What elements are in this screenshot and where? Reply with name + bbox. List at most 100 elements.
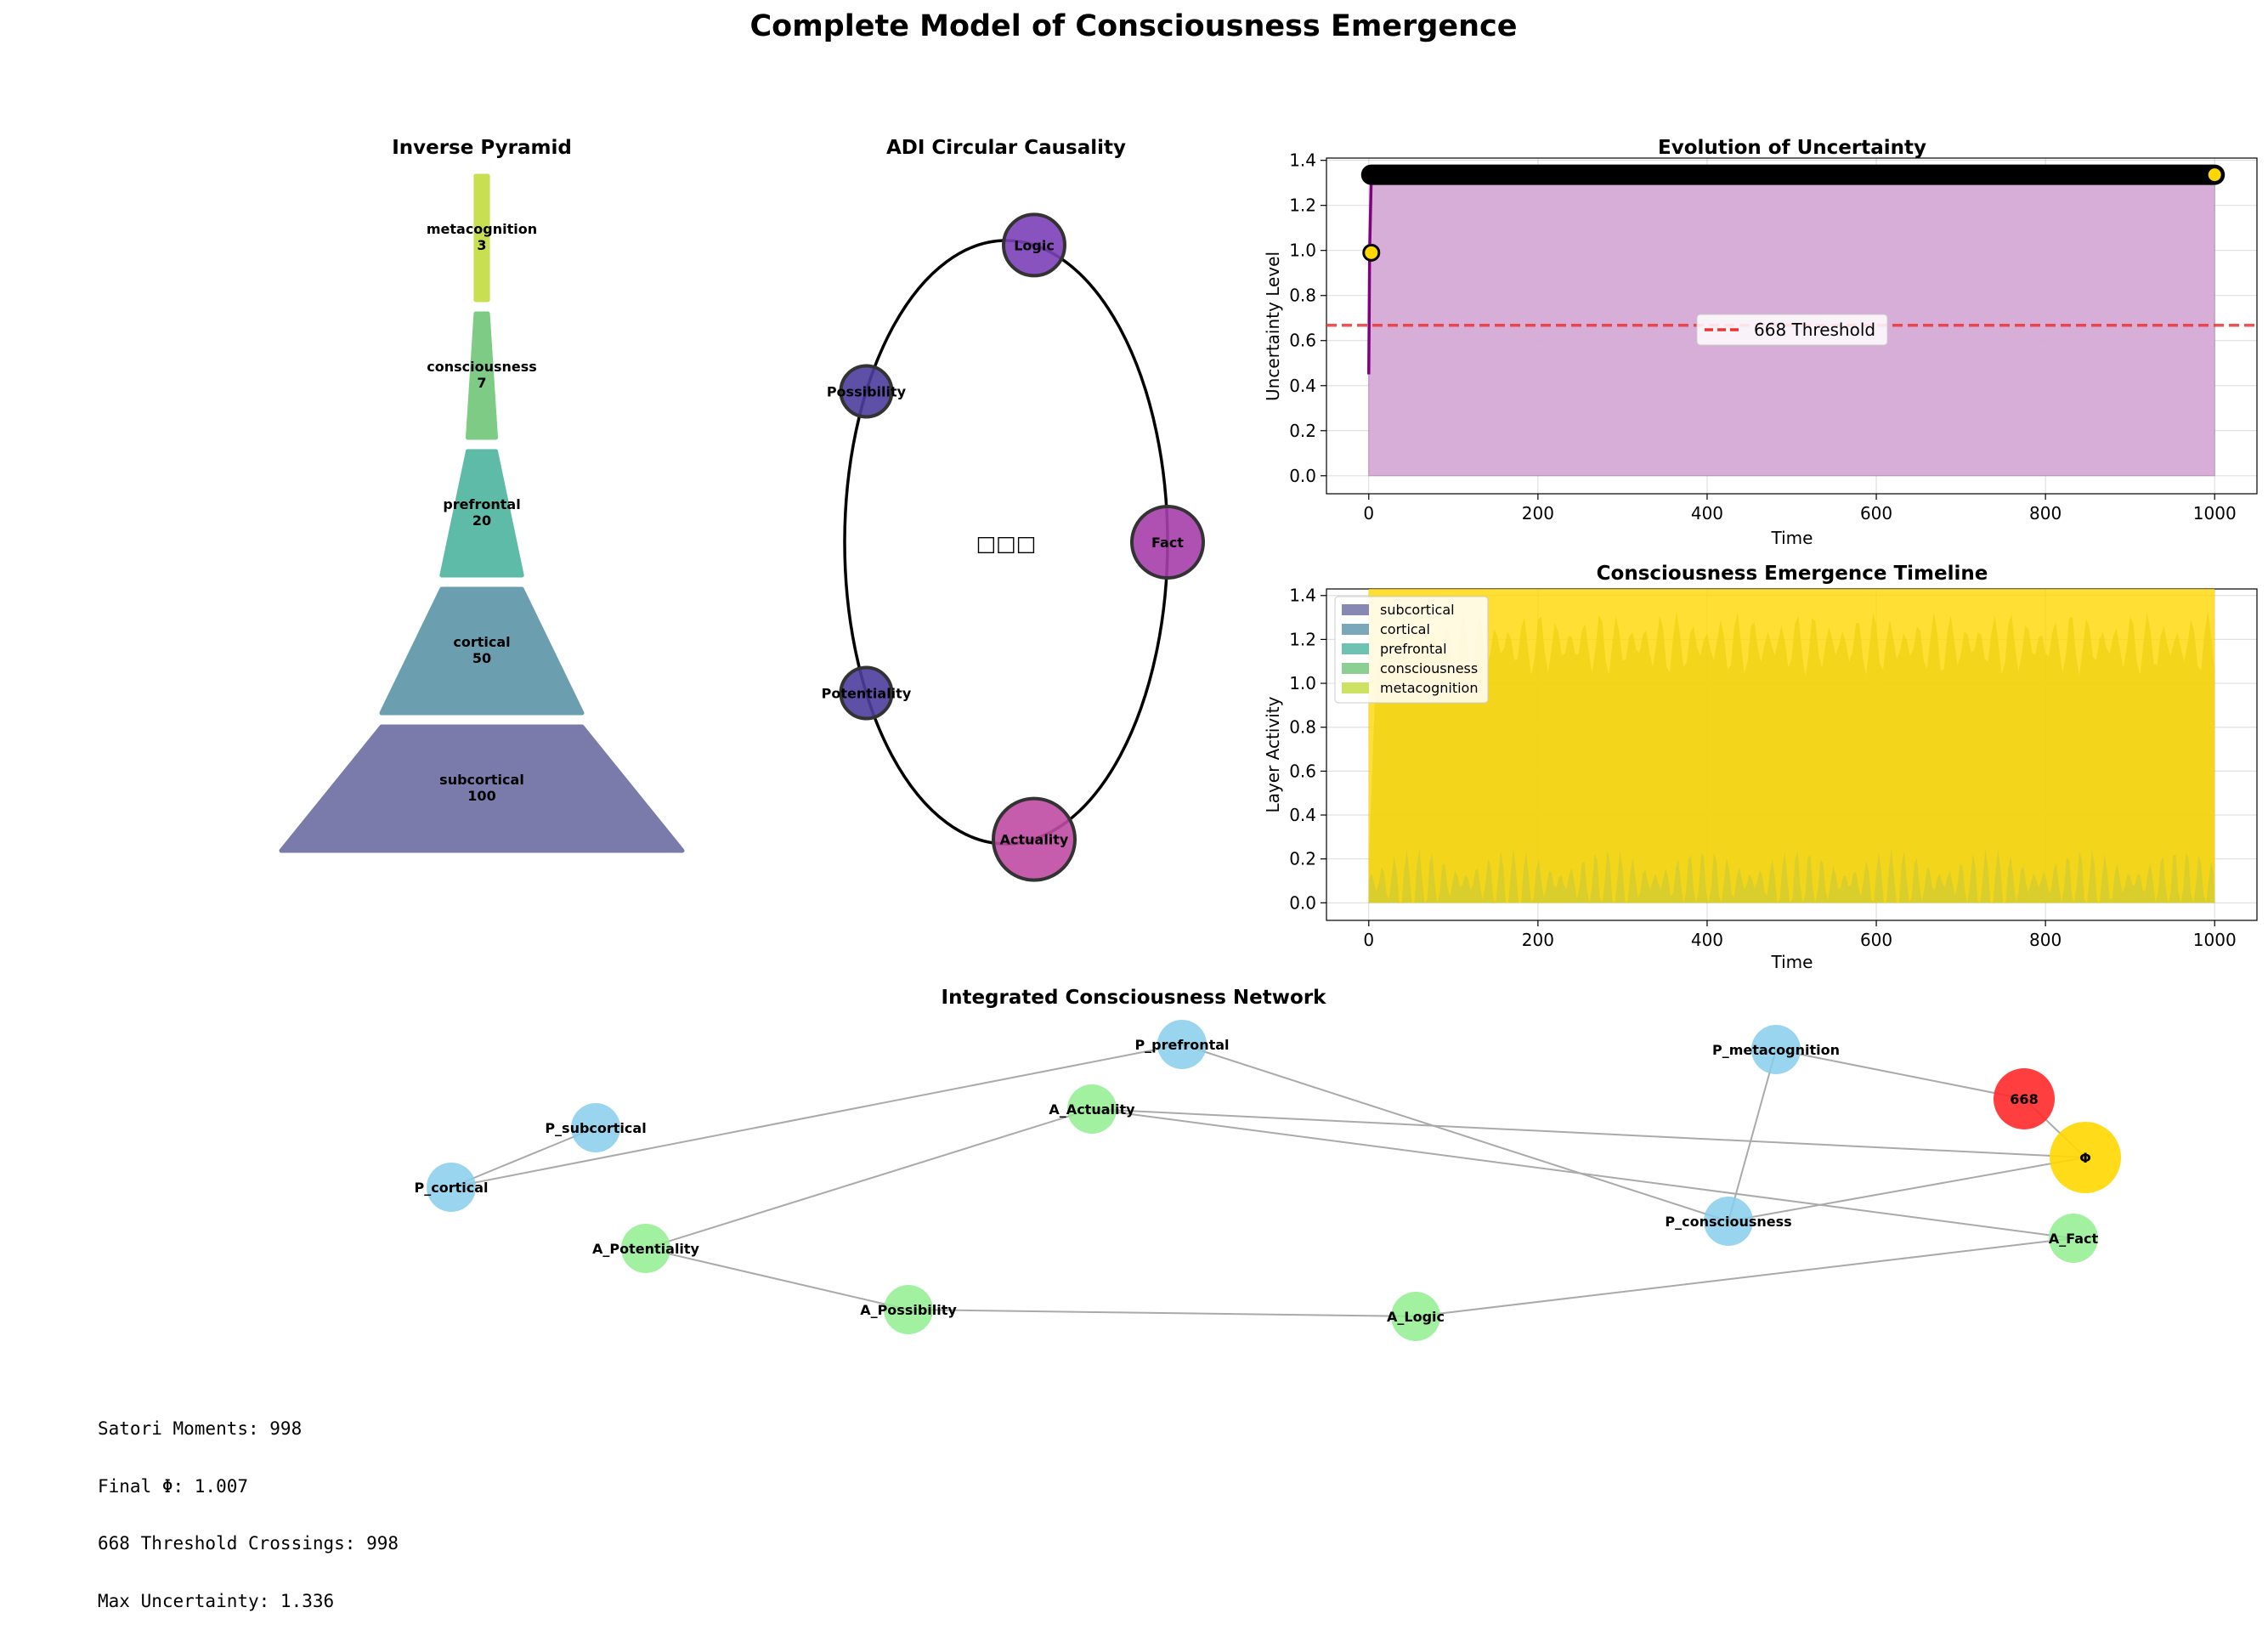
- y-tick-label: 1.0: [1289, 241, 1316, 261]
- x-tick-label: 800: [2029, 503, 2062, 524]
- timeline-legend: subcortical cortical prefrontal consciousne…: [1334, 596, 1489, 704]
- adi-center-label: □□□: [976, 531, 1037, 556]
- network-title: Integrated Consciousness Network: [942, 987, 1327, 1009]
- legend-swatch-subcortical: [1342, 604, 1369, 615]
- y-tick-label: 0.8: [1289, 286, 1316, 306]
- network-edge: [450, 1044, 1183, 1188]
- y-tick-label: 1.2: [1289, 195, 1316, 216]
- network-node-A_Fact: [2049, 1214, 2098, 1263]
- legend-label: cortical: [1380, 621, 1430, 637]
- network-edge: [1091, 1108, 2074, 1239]
- y-tick-label: 0.6: [1289, 761, 1316, 781]
- y-tick-label: 0.4: [1289, 805, 1316, 825]
- y-tick-label: 1.4: [1289, 150, 1316, 171]
- summary-stats: Satori Moments: 998 Final Φ: 1.007 668 T…: [98, 1381, 399, 1630]
- network-edge: [1728, 1049, 1777, 1222]
- adi-node-label: Possibility: [827, 384, 907, 400]
- x-tick-label: 600: [1860, 930, 1892, 950]
- pyramid-tier-value: 7: [477, 375, 486, 391]
- network-node-label: P_prefrontal: [1134, 1037, 1229, 1053]
- stat-max-uncertainty: Max Uncertainty: 1.336: [98, 1590, 335, 1611]
- highlight-point: [2205, 166, 2224, 184]
- network-node-label: A_Logic: [1387, 1309, 1445, 1325]
- pyramid-tier-subcortical: [279, 724, 685, 853]
- lower-layers-area: [1368, 847, 2215, 903]
- pyramid-tier-value: 100: [467, 788, 495, 804]
- legend-label: prefrontal: [1380, 641, 1447, 657]
- network-node-label: P_metacognition: [1712, 1042, 1840, 1058]
- pyramid-tier-cortical: [379, 586, 585, 716]
- network-node-A_Potentiality: [621, 1224, 670, 1273]
- network-node-label: A_Potentiality: [592, 1241, 700, 1257]
- adi-node-label: Logic: [1014, 237, 1055, 253]
- network-node-label: Φ: [2079, 1150, 2091, 1166]
- network-node-P_subcortical: [571, 1103, 620, 1152]
- pyramid-tier-metacognition: [473, 173, 490, 303]
- y-tick-label: 1.2: [1289, 629, 1316, 649]
- highlight-point: [1362, 243, 1381, 262]
- network-node-A_Possibility: [884, 1285, 933, 1334]
- uncertainty-legend: 668 Threshold: [1696, 314, 1888, 346]
- legend-swatch-cortical: [1342, 624, 1369, 635]
- x-tick-label: 400: [1691, 503, 1723, 524]
- emergence-timeline-chart: Consciousness Emergence Timeline 0 200 400…: [1263, 563, 2258, 972]
- network-edge: [645, 1108, 1093, 1249]
- adi-node-potentiality: [839, 665, 894, 721]
- adi-node-actuality: [991, 796, 1077, 882]
- network-node-Φ: [2050, 1122, 2121, 1193]
- adi-node-label: Actuality: [1000, 832, 1069, 848]
- inverse-pyramid-chart: Inverse Pyramid subcortical100cortical50…: [279, 137, 685, 853]
- legend-box: [1696, 314, 1888, 346]
- pyramid-tier-prefrontal: [439, 449, 524, 578]
- legend-label: subcortical: [1380, 602, 1455, 618]
- network-node-P_prefrontal: [1157, 1020, 1207, 1069]
- x-tick-label: 200: [1522, 503, 1554, 524]
- adi-node-possibility: [839, 364, 894, 419]
- legend-swatch-prefrontal: [1342, 643, 1369, 654]
- network-edge: [1728, 1157, 2086, 1222]
- uncertainty-xlabel: Time: [1771, 528, 1813, 548]
- network-node-P_consciousness: [1704, 1197, 1753, 1246]
- pyramid-tier-consciousness: [465, 311, 499, 440]
- uncertainty-title: Evolution of Uncertainty: [1658, 137, 1926, 159]
- pyramid-tier-name: consciousness: [427, 359, 537, 375]
- network-edge: [1415, 1237, 2074, 1317]
- stat-final-phi: Final Φ: 1.007: [98, 1475, 249, 1497]
- y-tick-label: 0.2: [1289, 849, 1316, 869]
- adi-node-label: Potentiality: [822, 686, 912, 702]
- x-tick-label: 400: [1691, 930, 1723, 950]
- network-node-label: P_cortical: [415, 1180, 489, 1196]
- adi-node-fact: [1130, 505, 1205, 580]
- stat-threshold-crossings: 668 Threshold Crossings: 998: [98, 1533, 399, 1554]
- timeline-title: Consciousness Emergence Timeline: [1597, 563, 1988, 585]
- pyramid-tier-name: metacognition: [427, 221, 537, 237]
- uncertainty-chart: Evolution of Uncertainty Time Uncertaint…: [1263, 137, 2258, 548]
- stat-satori-moments: Satori Moments: 998: [98, 1418, 303, 1439]
- x-tick-label: 0: [1363, 930, 1374, 950]
- x-tick-label: 1000: [2193, 930, 2237, 950]
- timeline-ylabel: Layer Activity: [1263, 696, 1283, 812]
- y-tick-label: 0.8: [1289, 717, 1316, 738]
- consciousness-area: [1368, 610, 2215, 903]
- y-tick-label: 0.2: [1289, 421, 1316, 441]
- adi-circular-causality-chart: ADI Circular Causality □□□ LogicPossibil…: [822, 137, 1205, 882]
- y-tick-label: 1.4: [1289, 586, 1316, 606]
- adi-title: ADI Circular Causality: [886, 137, 1126, 159]
- pyramid-title: Inverse Pyramid: [392, 137, 572, 159]
- network-node-P_metacognition: [1751, 1025, 1801, 1074]
- pyramid-tier-name: subcortical: [439, 772, 524, 788]
- figure-title: Complete Model of Consciousness Emergenc…: [749, 9, 1517, 43]
- pyramid-tier-name: cortical: [453, 634, 510, 650]
- network-node-label: P_consciousness: [1665, 1214, 1791, 1230]
- x-tick-label: 200: [1522, 930, 1554, 950]
- network-node-label: P_subcortical: [545, 1120, 646, 1136]
- y-tick-label: 0.0: [1289, 892, 1316, 913]
- uncertainty-ylabel: Uncertainty Level: [1263, 252, 1283, 401]
- network-edges: [450, 1044, 2086, 1317]
- legend-label: consciousness: [1380, 660, 1478, 676]
- y-tick-label: 0.6: [1289, 331, 1316, 351]
- pyramid-tier-value: 3: [477, 237, 486, 253]
- legend-swatch-metacognition: [1342, 682, 1369, 693]
- pyramid-tier-name: prefrontal: [443, 496, 520, 512]
- network-edge: [1091, 1108, 2086, 1158]
